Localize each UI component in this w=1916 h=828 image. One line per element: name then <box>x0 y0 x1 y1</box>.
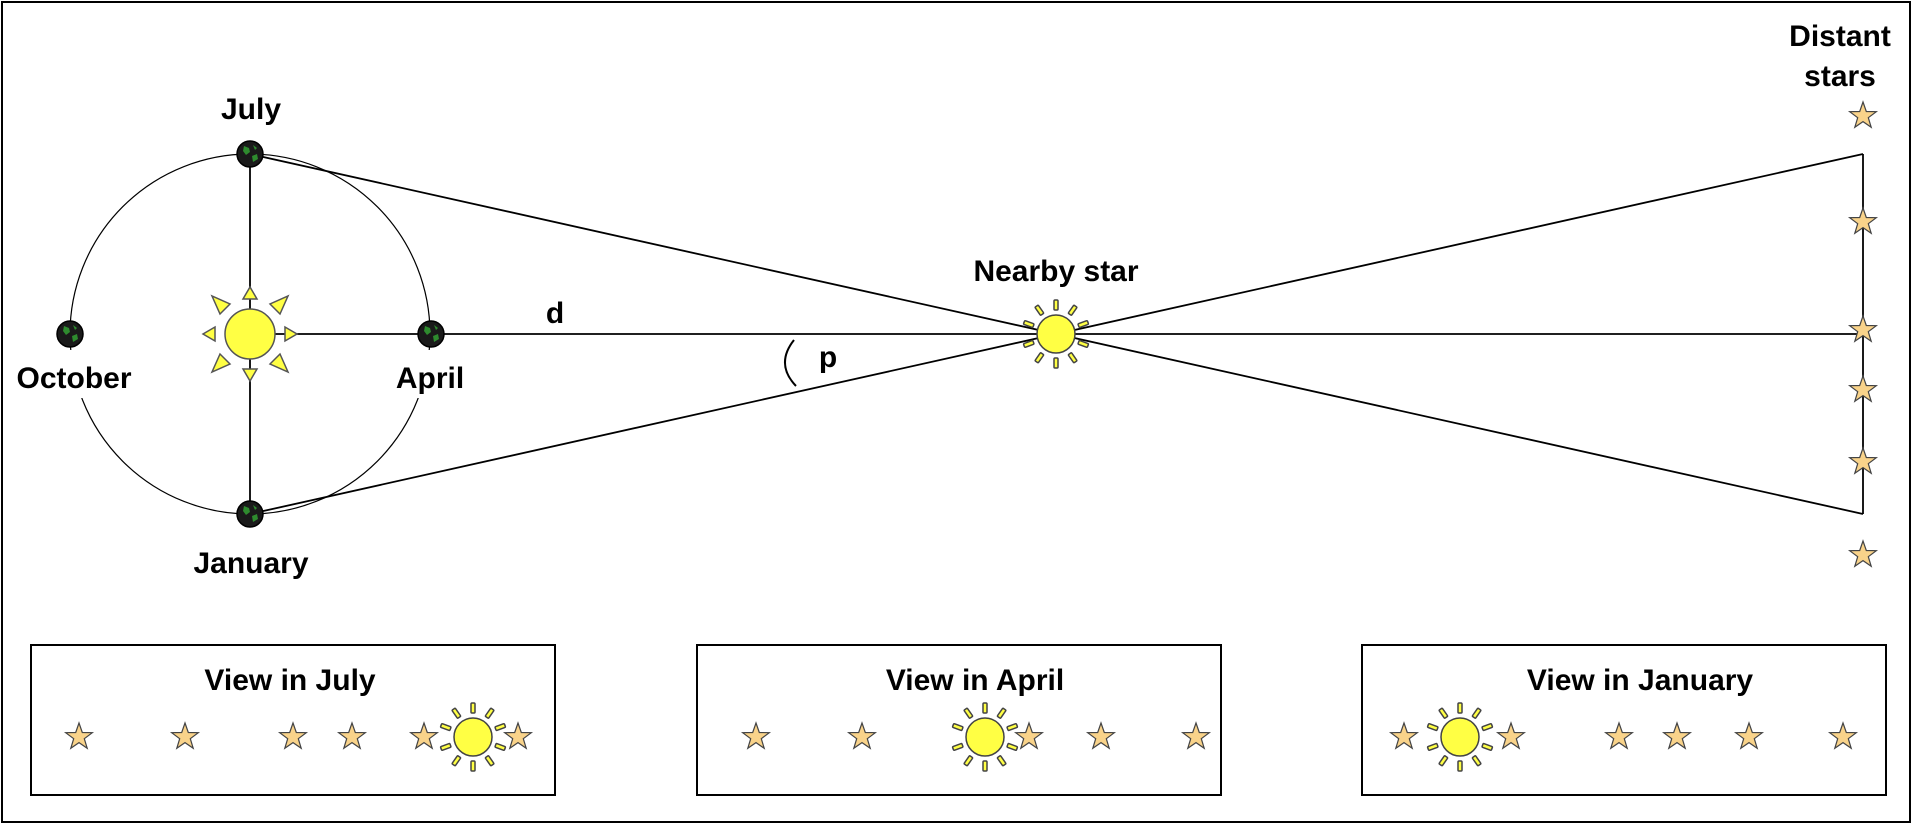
label-october: October <box>16 362 131 395</box>
parallax-angle-arc <box>784 339 797 387</box>
label-january: January <box>193 547 308 580</box>
label-april: April <box>396 362 464 395</box>
star-icon <box>1849 101 1877 128</box>
star-icon <box>1849 540 1877 567</box>
panel-view-january: View in January <box>1361 644 1887 796</box>
sun-icon <box>201 285 299 383</box>
panel-title-january: View in January <box>1527 664 1754 697</box>
label-distant-stars-line2: stars <box>1804 60 1876 93</box>
earth-icon-april <box>417 320 445 348</box>
label-july: July <box>221 93 281 126</box>
label-nearby-star: Nearby star <box>973 255 1138 288</box>
earth-icon-july <box>236 140 264 168</box>
earth-icon-january <box>236 500 264 528</box>
panel-title-april: View in April <box>886 664 1064 697</box>
panel-title-july: View in July <box>204 664 375 697</box>
label-distant-stars-line1: Distant <box>1789 20 1891 53</box>
earth-icon-october <box>56 320 84 348</box>
panel-view-july: View in July <box>30 644 556 796</box>
label-angle-p: p <box>819 341 837 374</box>
label-distance-d: d <box>546 297 564 330</box>
panel-view-april: View in April <box>696 644 1222 796</box>
